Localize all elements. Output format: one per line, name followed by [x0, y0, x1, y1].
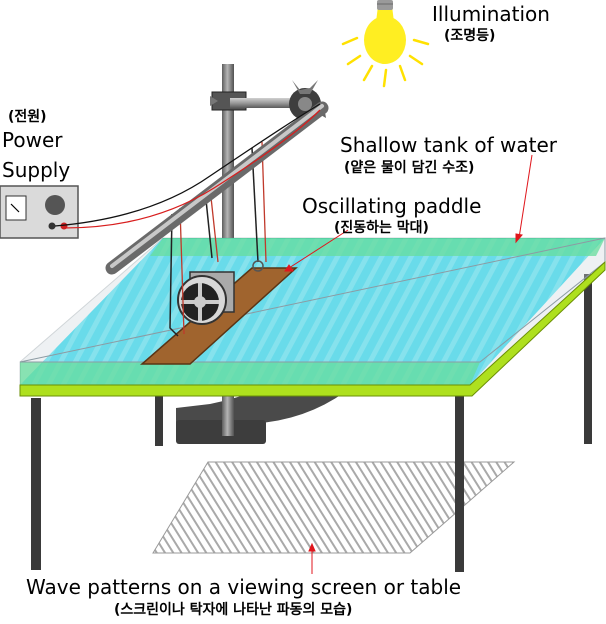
tank-label-ko: (얕은 물이 담긴 수조): [344, 159, 474, 176]
table-leg: [455, 394, 464, 572]
arrow-head: [515, 233, 523, 244]
screen-label: Wave patterns on a viewing screen or tab…: [26, 575, 461, 599]
power-supply-label-line2: Supply: [2, 158, 70, 182]
power-supply-box: [0, 185, 79, 239]
motor: [177, 271, 235, 325]
table-leg: [584, 274, 592, 444]
power-supply-label: Power: [2, 128, 63, 152]
tank-label: Shallow tank of water: [340, 133, 558, 157]
paddle-label: Oscillating paddle: [302, 194, 481, 218]
arrow-head: [308, 542, 316, 552]
tank-glass: [19, 237, 606, 386]
illumination-label: Illumination: [432, 2, 550, 26]
power-supply-label-ko: (전원): [8, 108, 47, 125]
table-frame: [19, 260, 606, 397]
power-wire-black: [54, 103, 321, 227]
power-wire-red: [63, 109, 321, 229]
table-leg: [31, 398, 41, 570]
viewing-screen: [152, 461, 516, 554]
paddle-label-ko: (진동하는 막대): [334, 219, 429, 236]
illumination-label-ko: (조명등): [444, 27, 495, 44]
stand-arm: [230, 98, 302, 108]
arrow-head: [284, 264, 294, 272]
light-bulb-icon: [341, 0, 430, 88]
screen-label-ko: (스크린이나 탁자에 나타난 파동의 모습): [114, 601, 352, 618]
